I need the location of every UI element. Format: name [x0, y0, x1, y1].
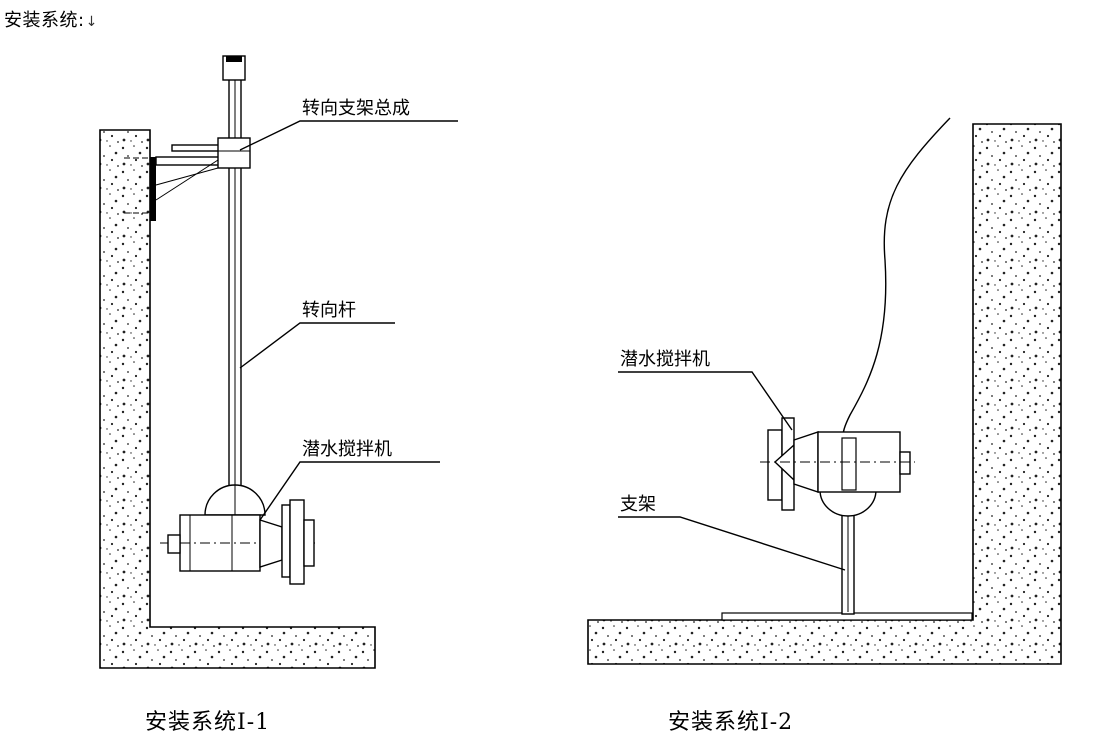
- diagram-left: [99, 55, 458, 669]
- caption-left: 安装系统Ⅰ-1: [145, 710, 271, 735]
- header-arrow-mark: ↓: [85, 14, 98, 30]
- left-concrete-wall: [99, 129, 376, 669]
- label-mixer-right: 潜水搅拌机: [620, 349, 710, 370]
- turn-bracket-assembly: [155, 137, 251, 201]
- label-bracket: 支架: [620, 494, 656, 515]
- left-wall-plate: [150, 157, 156, 221]
- label-turn-rod: 转向杆: [302, 300, 356, 321]
- label-mixer-left: 潜水搅拌机: [302, 439, 392, 460]
- caption-right: 安装系统Ⅰ-2: [668, 710, 794, 735]
- header-title: 安装系统:: [4, 10, 85, 31]
- diagram-right: [587, 117, 1062, 665]
- page-header: 安装系统:↓: [4, 6, 98, 32]
- support-bracket: [819, 489, 877, 615]
- label-turn-bracket-assembly: 转向支架总成: [302, 98, 410, 119]
- right-concrete-wall: [587, 123, 1062, 665]
- turn-rod: [222, 55, 246, 493]
- power-cable: [842, 117, 951, 441]
- mixer-right: [760, 417, 915, 511]
- mixer-left: [160, 484, 315, 585]
